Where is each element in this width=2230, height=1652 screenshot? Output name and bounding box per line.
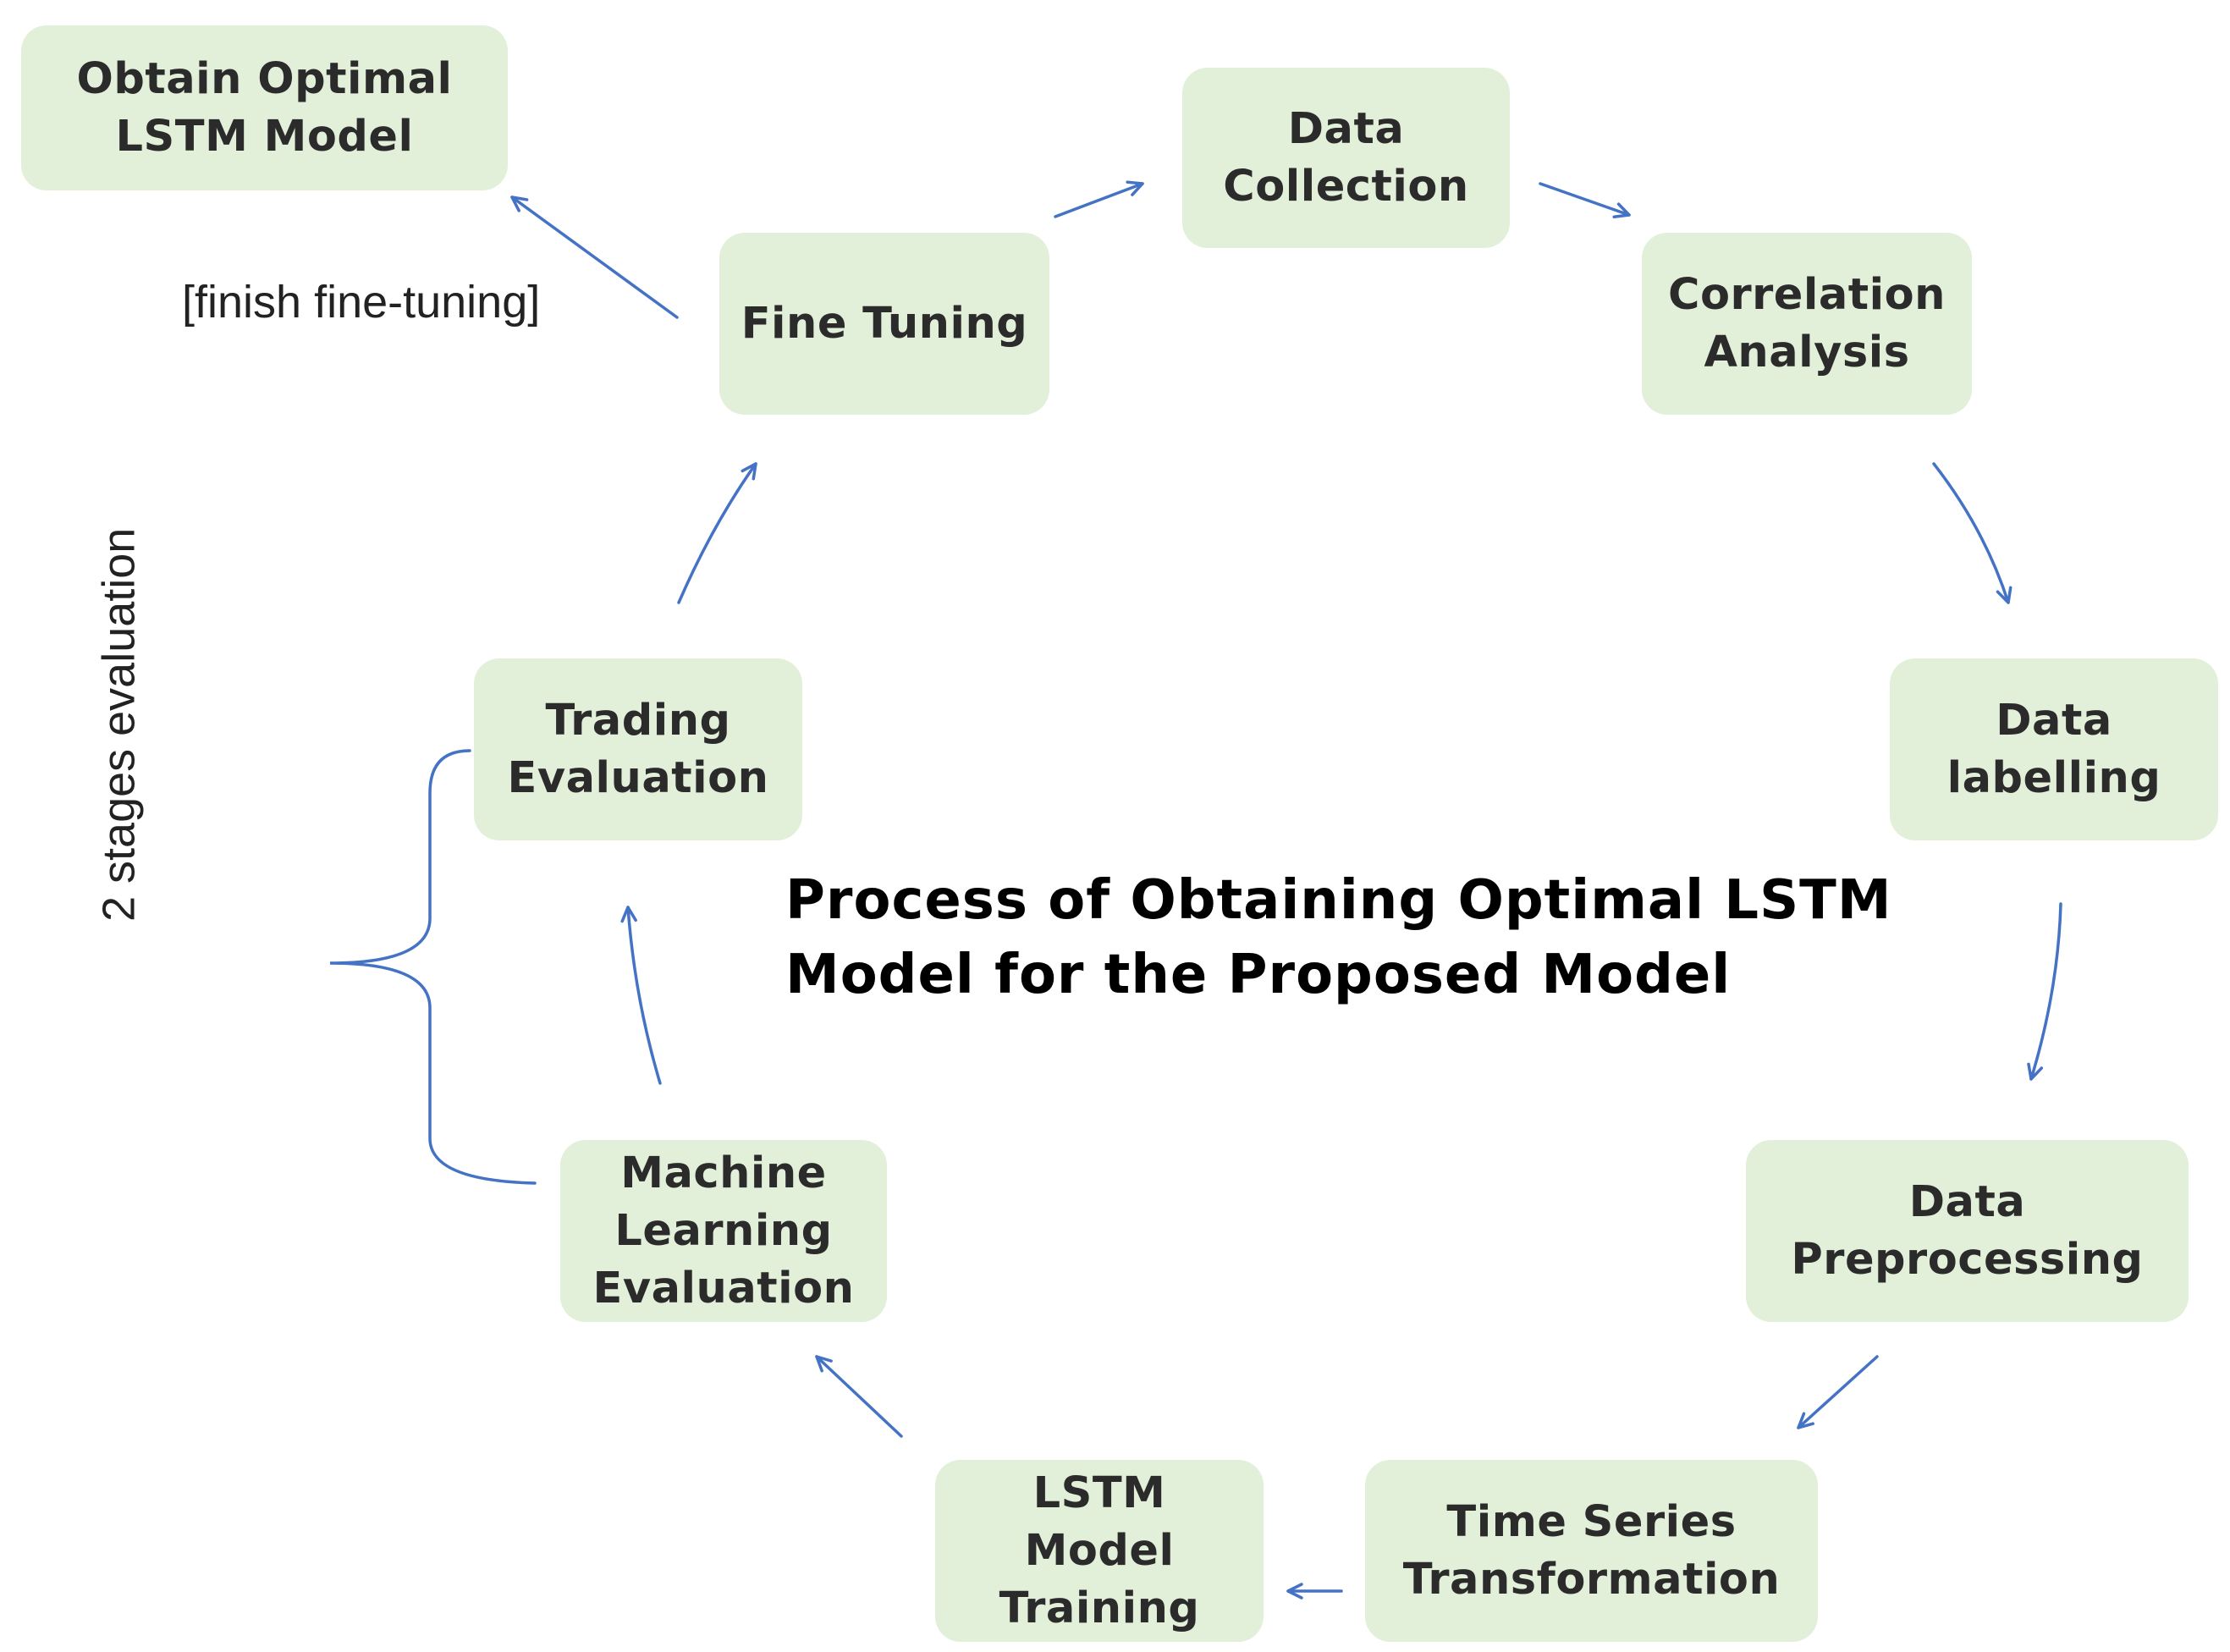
node-fine-tuning: Fine Tuning <box>719 233 1049 415</box>
arrow-fine-tuning-to-data-collection <box>1054 180 1144 218</box>
diagram-title: Process of Obtaining Optimal LSTM Model … <box>785 869 1892 1006</box>
two-stages-evaluation-label: 2 stages evaluation <box>93 527 145 922</box>
arrow-trading-to-fine-tuning <box>677 462 757 604</box>
arrow-fine-tuning-to-obtain-optimal <box>510 195 679 319</box>
arrow-lstm-training-to-ml-evaluation <box>815 1355 903 1438</box>
arrow-data-collection-to-correlation <box>1539 182 1631 218</box>
node-trading-evaluation: Trading Evaluation <box>474 658 802 840</box>
arrow-correlation-to-data-labelling <box>1932 462 2013 604</box>
finish-fine-tuning-label: [finish fine-tuning] <box>182 277 541 328</box>
node-data-preprocessing: Data Preprocessing <box>1746 1140 2189 1322</box>
arrow-ml-evaluation-to-trading <box>620 906 662 1085</box>
arrow-data-labelling-to-preprocessing <box>2027 902 2062 1081</box>
node-data-collection: Data Collection <box>1182 68 1510 248</box>
node-correlation-analysis: Correlation Analysis <box>1642 233 1972 415</box>
node-machine-learning-evaluation: Machine Learning Evaluation <box>560 1140 887 1322</box>
node-lstm-model-training: LSTM Model Training <box>935 1460 1264 1642</box>
evaluation-brace <box>329 749 537 1185</box>
arrow-preprocessing-to-time-series <box>1797 1355 1879 1429</box>
node-data-labelling: Data labelling <box>1890 658 2218 840</box>
node-obtain-optimal-lstm-model: Obtain Optimal LSTM Model <box>21 25 508 190</box>
node-time-series-transformation: Time Series Transformation <box>1365 1460 1818 1642</box>
